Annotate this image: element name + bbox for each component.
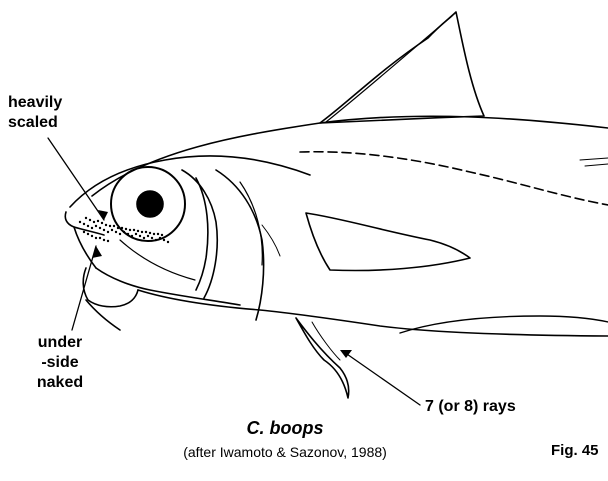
scale-dots: [79, 217, 169, 243]
pelvic-fin: [296, 318, 349, 398]
arrowhead-naked: [92, 246, 102, 258]
opercle: [216, 170, 264, 320]
cheek: [120, 240, 195, 280]
opercle-edge: [240, 182, 262, 265]
annotation-scaled: scaled: [8, 113, 58, 133]
lower-jaw-barbel: [86, 300, 120, 330]
annotation-rays: 7 (or 8) rays: [425, 397, 516, 417]
dorsal-fin-spine: [326, 16, 452, 122]
leader-underside-naked: [72, 246, 96, 330]
annotation-underside: -side: [30, 353, 90, 373]
leader-heavily-scaled: [48, 138, 104, 220]
pectoral-fin-inner: [262, 225, 280, 256]
head-contour: [70, 156, 310, 207]
annotation-naked: naked: [30, 373, 90, 393]
annotation-heavily: heavily: [8, 93, 62, 113]
pectoral-fin: [306, 213, 470, 271]
body-dorsal-outline: [92, 116, 608, 196]
lower-jaw-line: [96, 268, 240, 305]
body-ventral-outline: [138, 290, 608, 336]
citation: (after Iwamoto & Sazonov, 1988): [110, 444, 460, 460]
figure-number: Fig. 45: [551, 442, 608, 459]
mouth-lower: [83, 268, 138, 307]
second-dorsal-rays: [580, 158, 608, 166]
preopercle: [182, 170, 217, 298]
lateral-line: [300, 152, 608, 205]
annotation-under: under: [30, 333, 90, 353]
leader-rays: [344, 352, 420, 405]
eye-pupil: [137, 191, 163, 217]
species-name: C. boops: [160, 418, 410, 439]
upper-jaw: [74, 227, 96, 268]
